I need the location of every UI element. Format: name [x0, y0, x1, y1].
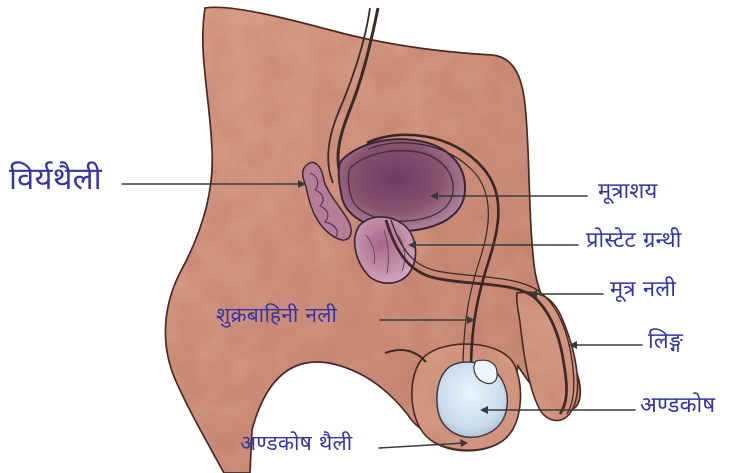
label-testis: अण्डकोष	[640, 395, 715, 417]
label-seminal-vesicle: विर्यथैली	[9, 164, 102, 195]
label-urethra: मूत्र नली	[610, 279, 676, 301]
label-bladder: मूत्राशय	[598, 181, 658, 203]
label-prostate-gland: प्रोस्टेट ग्रन्थी	[586, 230, 682, 252]
label-vas-deferens: शुक्रबाहिनी नली	[216, 305, 337, 326]
label-scrotum: अण्डकोष थैली	[240, 433, 352, 454]
label-penis: लिङ्ग	[648, 331, 683, 353]
bladder-shape	[339, 139, 465, 231]
